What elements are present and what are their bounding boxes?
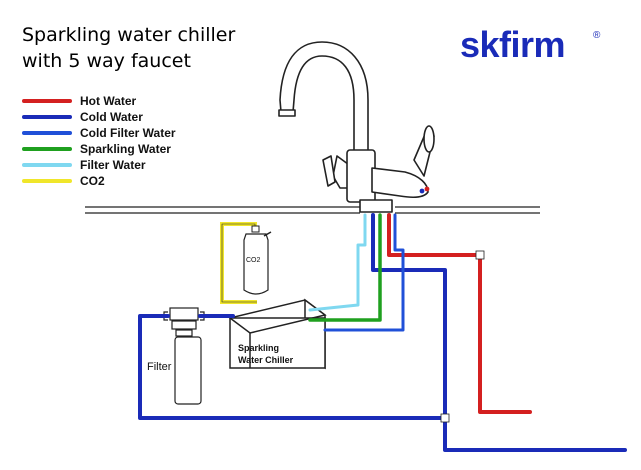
diagram-title-line-2: with 5 way faucet [22, 50, 191, 72]
registered-mark: ® [593, 30, 601, 41]
countertop [85, 206, 540, 214]
legend-label: Filter Water [80, 158, 146, 172]
legend-label: Hot Water [80, 94, 137, 108]
water-filter [163, 307, 205, 405]
legend-swatch [22, 163, 72, 167]
legend-label: CO2 [80, 174, 105, 188]
sparkling-water-line [308, 213, 382, 322]
legend-label: Cold Water [80, 110, 143, 124]
legend-swatch [22, 115, 72, 119]
filter-water-line [308, 213, 367, 312]
hot-indicator-dot [424, 186, 430, 192]
cold-filter-water-line [323, 213, 405, 332]
legend-swatch [22, 147, 72, 151]
brand-logo: skfirm [460, 24, 566, 65]
filter-label: Filter [147, 361, 172, 373]
faucet [278, 41, 435, 213]
chiller-label-line-1: Sparkling [238, 343, 280, 353]
pipe-junction [475, 250, 485, 260]
co2-tank-label: CO2 [246, 257, 261, 264]
cold-indicator-dot [419, 188, 425, 194]
diagram-title-line-1: Sparkling water chiller [22, 24, 236, 46]
legend-label: Sparkling Water [80, 142, 171, 156]
legend-swatch [22, 99, 72, 103]
legend-swatch [22, 179, 72, 183]
chiller-box [228, 298, 327, 370]
legend-label: Cold Filter Water [80, 126, 176, 140]
co2-tank [220, 222, 272, 304]
hot-water-line [387, 213, 532, 414]
legend-swatch [22, 131, 72, 135]
pipe-junction [440, 413, 450, 423]
chiller-label-line-2: Water Chiller [238, 355, 294, 365]
